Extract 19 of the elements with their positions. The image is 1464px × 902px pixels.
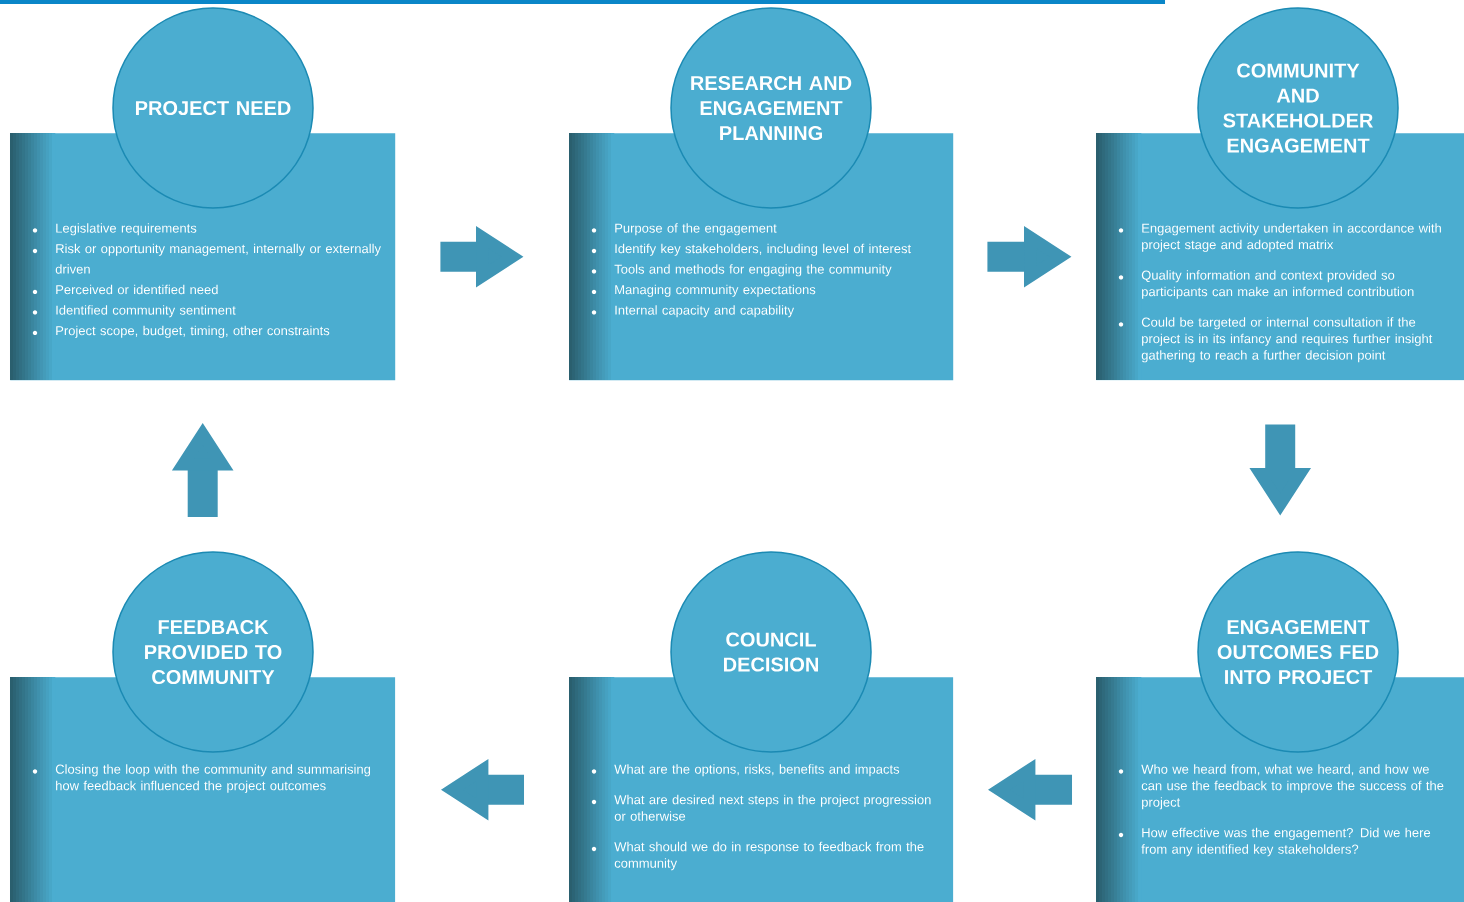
bullet-item: Closing the loop with the community and summarising how feedback influenced the project outcomes <box>32 764 371 793</box>
bullet-item: Engagement activity undertaken in accordance with project stage and adopted matrix <box>1118 223 1441 252</box>
bullet-item: Could be targeted or internal consultation if the project is in its infancy and requires further insight gathering to reach a further decision point <box>1118 317 1433 363</box>
bullet-item: Managing community expectations <box>591 284 816 297</box>
bullet-item: Tools and methods for engaging the community <box>591 264 892 277</box>
bullet-item: Internal capacity and capability <box>591 305 795 318</box>
bullet-item: Identified community sentiment <box>32 305 236 318</box>
bullet-item: Purpose of the engagement <box>591 223 777 236</box>
bullet-item: Project scope, budget, timing, other constraints <box>32 325 330 338</box>
bullet-item: Quality information and context provided so participants can make an informed contribution <box>1118 270 1414 299</box>
bullet-item: Identify key stakeholders, including level of interest <box>591 243 912 256</box>
bullet-item: Who we heard from, what we heard, and how we can use the feedback to improve the success of the project <box>1118 764 1444 810</box>
bullet-item: How effective was the engagement? Did we here from any identified key stakeholders? <box>1118 827 1431 857</box>
bullet-item: Perceived or identified need <box>32 284 218 295</box>
bullet-item: What should we do in response to feedback from the community <box>591 841 924 871</box>
bullet-item: Risk or opportunity management, internally or externally driven <box>32 243 381 274</box>
bullet-item: What are desired next steps in the project progression or otherwise <box>591 794 931 821</box>
bullet-item: Legislative requirements <box>32 223 197 236</box>
bullet-item: What are the options, risks, benefits and impacts <box>591 764 900 777</box>
